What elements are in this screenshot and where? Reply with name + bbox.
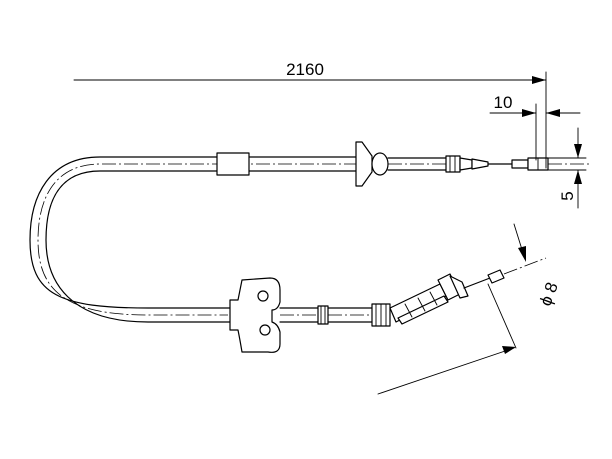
dim-total-length-label: 2160 <box>286 60 324 79</box>
lower-cable <box>279 305 373 325</box>
mounting-bracket <box>229 277 281 353</box>
dim-end-offset-label: 10 <box>494 93 513 112</box>
upper-sleeve <box>216 152 250 176</box>
dimension-pin-height: 5 <box>547 127 587 209</box>
lower-ferrule <box>317 305 329 325</box>
dimension-total-length: 2160 <box>73 60 547 169</box>
cable-sheath <box>29 156 361 323</box>
dim-pin-height-label: 5 <box>558 191 577 200</box>
dim-end-diameter-label: ϕ 8 <box>536 280 562 309</box>
lower-end-fitting <box>371 257 547 327</box>
upper-end-fitting <box>355 141 590 187</box>
dimension-end-offset: 10 <box>489 93 581 161</box>
